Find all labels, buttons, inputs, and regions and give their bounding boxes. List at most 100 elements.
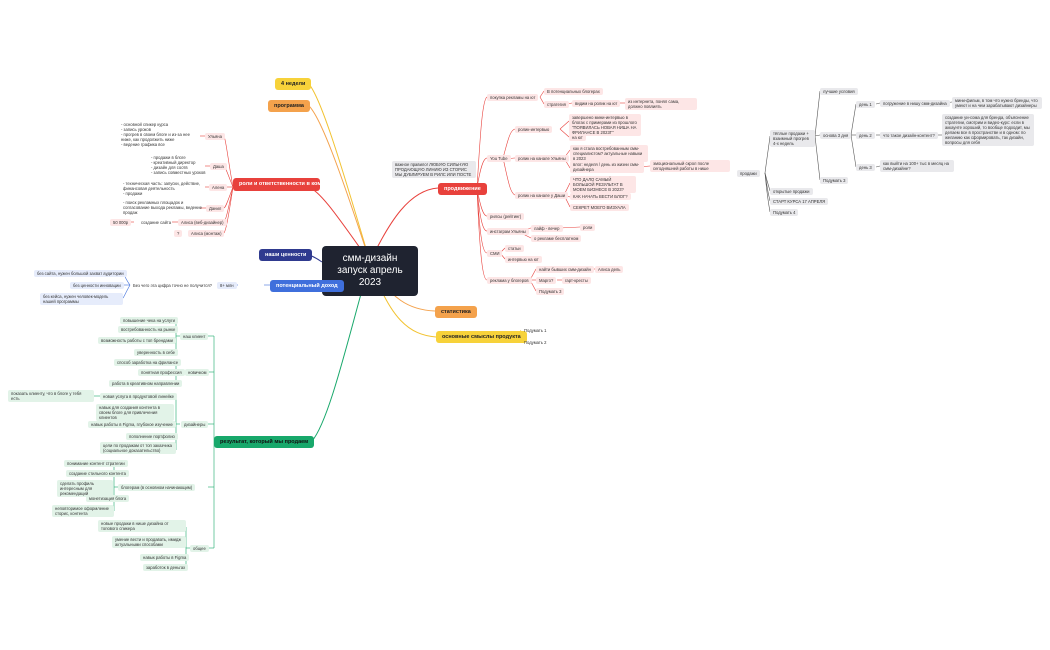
- sales-day-1-result[interactable]: мини-фильм, в том что нужно бренды, что …: [952, 97, 1042, 109]
- promo-ads[interactable]: покупка рекламы на ют: [487, 94, 539, 101]
- result-designers-item-2[interactable]: навык для создания контента в своем блог…: [96, 404, 174, 421]
- sales-day-1-topic[interactable]: погружение в нишу смм-дизайна: [880, 100, 950, 107]
- result-designers-item-3[interactable]: навык работы в Figma, глубокое изучение: [88, 421, 176, 428]
- promo-ads-strategy-a[interactable]: видим на ролик на ют: [572, 100, 621, 107]
- promo-rule-note: важное правило! ЛЮБУЮ СИЛЬНУЮ ПРОДАЮЩУЮ …: [392, 161, 476, 178]
- result-client-item-3[interactable]: возможность работы с топ брендами: [98, 337, 176, 344]
- branch-meanings[interactable]: основные смыслы продукта: [436, 331, 527, 343]
- sales-day-1[interactable]: день 1: [856, 101, 875, 108]
- sales-day-3[interactable]: день 3: [856, 164, 875, 171]
- promo-yt-uliana-a[interactable]: как я стала востребованным смм-специалис…: [570, 145, 648, 162]
- role-alisa-montage[interactable]: Алиса (монтаж): [188, 230, 225, 237]
- role-alisa-web[interactable]: Алиса (веб-дизайнер): [178, 219, 227, 226]
- result-bloggers-item-5[interactable]: неповторимое оформление сторис, контента: [52, 505, 114, 517]
- promo-bl-1[interactable]: найти бывших смм-дизайн: [536, 266, 594, 273]
- sales-warm[interactable]: тёплые продажи + взаимный прогрев 4-х не…: [770, 130, 815, 147]
- sales-day-2-topic[interactable]: что такое дизайн-контент?: [880, 132, 938, 139]
- promo-smi-1[interactable]: статьи: [505, 245, 524, 252]
- income-amount[interactable]: 8+ млн: [217, 282, 237, 289]
- promo-yt-uliana-c[interactable]: эмоциональный скрол после сегодняшней ра…: [650, 160, 730, 172]
- result-client-item-2[interactable]: востребованность на рынке: [118, 326, 179, 333]
- promo-yt-interview-a[interactable]: завершено мини-интервью в блогах с приме…: [569, 114, 641, 136]
- sales-day-3-topic[interactable]: как выйти на 100+ тыс в месяц на смм-диз…: [880, 160, 954, 172]
- result-bloggers-item-3[interactable]: сделать профиль интересным для рекоменда…: [57, 480, 113, 497]
- branch-stats[interactable]: статистика: [435, 306, 477, 318]
- result-common-item-3[interactable]: навык работы в Figma: [140, 554, 190, 561]
- income-answer-3[interactable]: без кейса, нужен человек-модель нашей пр…: [40, 293, 123, 305]
- promo-instagram[interactable]: инстаграм Ульяны: [487, 228, 529, 235]
- branch-promo[interactable]: продвижение: [438, 183, 487, 195]
- promo-insta-3[interactable]: о рекламе бесплатном: [531, 235, 582, 242]
- promo-yt-uliana-b[interactable]: влог: неделя / день из жизни смм-дизайне…: [570, 161, 644, 173]
- role-question[interactable]: ?: [174, 230, 183, 237]
- branch-result[interactable]: результат, который мы продаем: [214, 436, 315, 448]
- result-designers-item-5[interactable]: цели по продажам от топ заказчика (социа…: [100, 442, 176, 454]
- sales-start[interactable]: СТАРТ КУРСА 17 АПРЕЛЯ: [770, 198, 829, 205]
- promo-bloggers[interactable]: реклама у блогеров: [487, 277, 532, 284]
- result-common-item-4[interactable]: заработок в деньгах: [143, 564, 189, 571]
- role-danil[interactable]: Данил: [206, 205, 225, 212]
- sales-think-4[interactable]: Подумать 4: [770, 209, 799, 216]
- promo-smi-2[interactable]: интервью на ют: [505, 256, 542, 263]
- income-answer-2[interactable]: без ценности инновации: [70, 282, 124, 289]
- result-newbie-item-2[interactable]: понятная профессия: [138, 369, 185, 376]
- result-group-newbie[interactable]: новичком: [185, 369, 210, 376]
- result-newbie-item-3[interactable]: работа в креативном направлении: [109, 380, 183, 387]
- branch-income[interactable]: потенциальный доход: [270, 280, 344, 292]
- branch-roles[interactable]: роли и ответственности в команде: [233, 178, 334, 191]
- promo-yt-dasha-c[interactable]: СЕКРЕТ МОЕГО ВИЗУАЛА: [570, 204, 629, 211]
- promo-insta-1[interactable]: лайф - вечер: [531, 225, 563, 232]
- sales-think-3[interactable]: Подумать 3: [820, 177, 849, 184]
- result-bloggers-item-1[interactable]: понимание контент стратегии: [64, 460, 128, 467]
- result-bloggers-item-4[interactable]: монетизация блога: [86, 495, 130, 502]
- sales-day-2[interactable]: день 2: [856, 132, 875, 139]
- promo-yt-uliana[interactable]: ролик на канале Ульяны: [515, 155, 569, 162]
- result-group-bloggers[interactable]: блогерам (в основном начинающим): [118, 484, 196, 491]
- branch-program[interactable]: программа: [268, 100, 310, 112]
- promo-yt-dasha[interactable]: ролик на канале у Даши: [515, 192, 569, 199]
- result-common-item-1[interactable]: новые продажи в нише дизайна от топового…: [98, 520, 186, 532]
- roles-alena-list: - техническая часть: запуски, действие, …: [123, 181, 201, 196]
- promo-yt-interview[interactable]: ролик-интервью: [515, 126, 553, 133]
- sales-day-2-result[interactable]: создание уи-сома для бренда, объяснение …: [942, 114, 1034, 146]
- promo-insta-2[interactable]: роли: [580, 224, 596, 231]
- promo-ads-strategy[interactable]: стратегия: [544, 101, 569, 108]
- branch-4-weeks[interactable]: 4 недели: [275, 78, 312, 90]
- result-group-common[interactable]: общее: [190, 545, 209, 552]
- promo-bl-1a[interactable]: Алиса дель: [595, 266, 624, 273]
- promo-smi[interactable]: СМИ: [487, 250, 503, 257]
- result-newbie-item-1[interactable]: способ заработка на фрилансе: [114, 359, 182, 366]
- promo-ads-strategy-b[interactable]: из интернета, понял сама, должно повлият…: [625, 98, 697, 110]
- result-group-designers[interactable]: дизайнеры: [181, 421, 209, 428]
- result-client-item-4[interactable]: уверенность в себе: [134, 349, 179, 356]
- meaning-2[interactable]: Подумать 2: [524, 340, 547, 345]
- price-tag[interactable]: 50 000р: [110, 219, 132, 226]
- income-answer-1[interactable]: без сайта, нужен большой захват аудитори…: [34, 270, 127, 277]
- result-group-client[interactable]: наш клиент: [180, 333, 209, 340]
- role-dasha[interactable]: Даша: [210, 163, 227, 170]
- promo-yt-interview-b[interactable]: на ют: [569, 134, 586, 141]
- meaning-1[interactable]: Подумать 1: [524, 328, 547, 333]
- result-designers-out[interactable]: показать клиенту, что в блоге у тебя ест…: [8, 390, 94, 402]
- sales-best-terms[interactable]: лучшие условия: [820, 88, 858, 95]
- promo-reels[interactable]: рилсы (рейтинг): [487, 213, 525, 220]
- sales-base-3-days[interactable]: основа 3 дня: [820, 132, 852, 139]
- branch-values[interactable]: наши ценности: [259, 249, 313, 261]
- result-common-item-2[interactable]: умение вести и продавать, имидж актуальн…: [112, 536, 186, 548]
- promo-bl-2[interactable]: Марго?: [536, 277, 557, 284]
- result-designers-item-4[interactable]: пополнение портфолио: [126, 433, 178, 440]
- role-uliana[interactable]: Ульяна: [205, 133, 225, 140]
- role-alena[interactable]: Алена: [209, 184, 228, 191]
- branch-sales[interactable]: продажи: [737, 170, 760, 177]
- promo-ads-1[interactable]: В потенциальных блогерах: [544, 88, 603, 95]
- promo-bl-3[interactable]: Подумать 3: [536, 288, 565, 295]
- result-designers-item-1[interactable]: новая услуга в продуктовой линейке: [100, 393, 178, 400]
- promo-youtube[interactable]: You Tube: [487, 155, 511, 162]
- sales-open[interactable]: открытые продажи: [770, 188, 813, 195]
- promo-yt-dasha-b[interactable]: КАК НАЧАТЬ ВЕСТИ БЛОГ?: [570, 193, 631, 200]
- central-topic[interactable]: смм-дизайн запуск апрель 2023: [322, 246, 418, 296]
- result-bloggers-item-2[interactable]: создание стильного контента: [66, 470, 129, 477]
- promo-yt-dasha-a[interactable]: ЧТО ДАЛО САМЫЙ БОЛЬШОЙ РЕЗУЛЬТАТ В МОЕМ …: [570, 176, 636, 193]
- result-client-item-1[interactable]: повышение чека на услуги: [120, 317, 178, 324]
- promo-bl-2a[interactable]: гарт-кресты: [562, 277, 591, 284]
